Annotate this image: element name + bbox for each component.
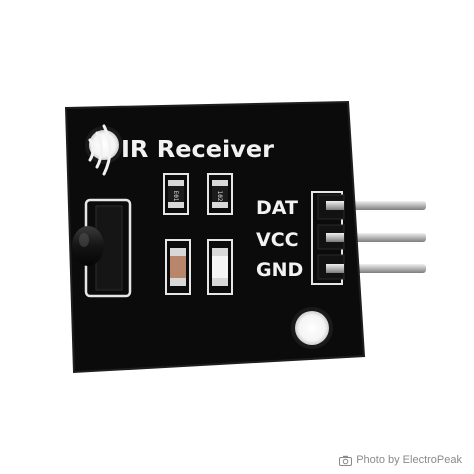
mounting-hole-bottom-right-inner	[295, 311, 329, 345]
board-title: IR Receiver	[121, 137, 275, 163]
photo-credit-text: Photo by ElectroPeak	[356, 454, 462, 466]
smd-components: E01 102	[163, 173, 233, 295]
pin-label-vcc: VCC	[256, 229, 299, 251]
pin-label-dat: DAT	[256, 197, 298, 219]
pin-label-gnd: GND	[256, 259, 303, 281]
pin-vcc	[336, 233, 426, 242]
pcb-board	[66, 102, 364, 372]
pin-dat	[336, 201, 426, 210]
resistor-mark-left: E01	[172, 191, 179, 202]
pcb-edge	[64, 100, 366, 374]
ir-wave-icon	[88, 124, 112, 176]
mounting-hole-top-left-inner	[89, 130, 119, 160]
ir-sensor	[72, 198, 132, 298]
camera-icon	[339, 455, 353, 466]
photo-credit: Photo by ElectroPeak	[339, 454, 462, 466]
resistor-mark-right: 102	[216, 191, 223, 202]
header-housing	[317, 194, 345, 280]
